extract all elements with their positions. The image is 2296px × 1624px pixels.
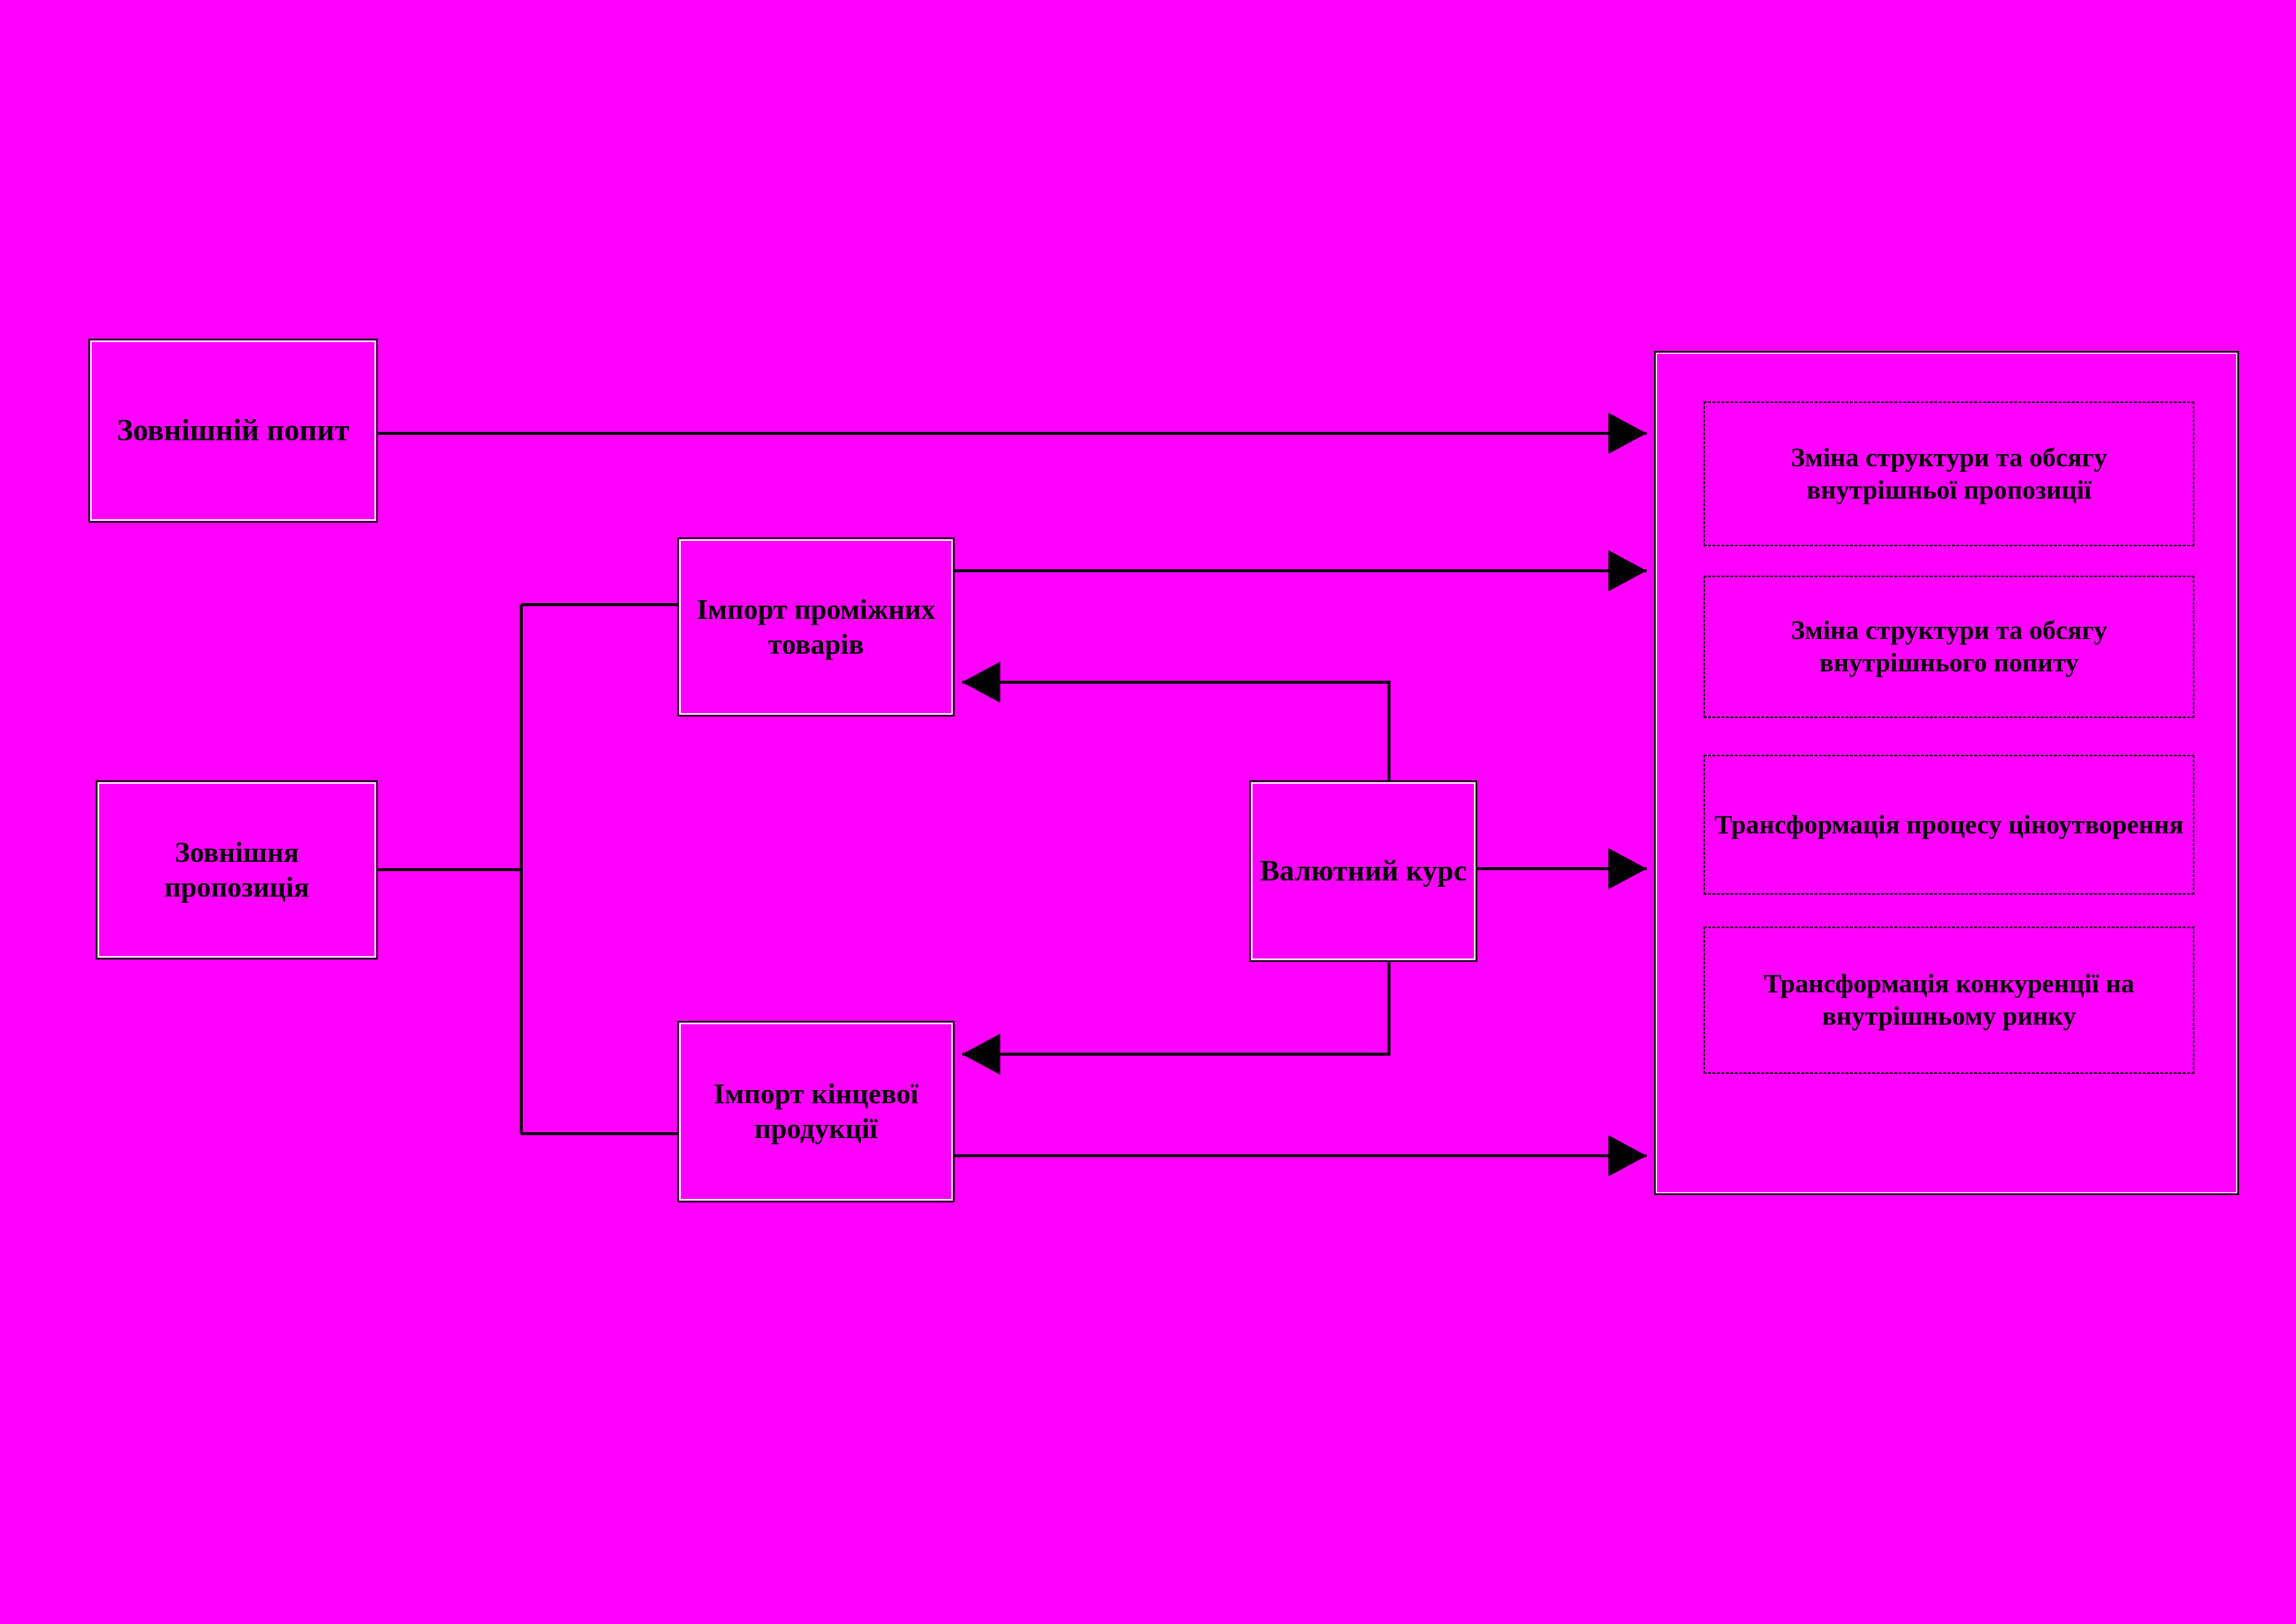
node-external-demand[interactable]: Зовнішній попит: [88, 339, 378, 523]
outcome-label-4: Трансформація конкуренції на внутрішньом…: [1763, 969, 2135, 1031]
outcome-box-3[interactable]: Трансформація процесу ціноутворення: [1704, 755, 2194, 895]
node-external-supply-label: Зовнішня пропозиція: [164, 836, 309, 903]
node-import-intermediate[interactable]: Імпорт проміжних товарів: [677, 537, 955, 717]
edge-exchange-rate-to-import-final: [962, 962, 1390, 1075]
edge-exchange-rate-to-import-intermediate: [962, 662, 1390, 780]
outcome-label-1: Зміна структури та обсягу внутрішньої пр…: [1790, 442, 2108, 505]
outcome-box-1[interactable]: Зміна структури та обсягу внутрішньої пр…: [1704, 401, 2194, 546]
node-external-demand-label: Зовнішній попит: [117, 413, 349, 447]
outcomes-panel: Зміна структури та обсягу внутрішньої пр…: [1654, 351, 2239, 1195]
outcome-box-4[interactable]: Трансформація конкуренції на внутрішньом…: [1704, 927, 2194, 1074]
node-import-intermediate-label: Імпорт проміжних товарів: [696, 593, 935, 660]
node-exchange-rate[interactable]: Валютний курс: [1249, 780, 1477, 962]
node-external-supply[interactable]: Зовнішня пропозиція: [96, 780, 378, 959]
node-import-final[interactable]: Імпорт кінцевої продукції: [677, 1021, 955, 1202]
outcome-label-3: Трансформація процесу ціноутворення: [1714, 809, 2184, 839]
node-exchange-rate-label: Валютний курс: [1259, 854, 1467, 887]
outcome-box-2[interactable]: Зміна структури та обсягу внутрішнього п…: [1704, 576, 2194, 718]
node-import-final-label: Імпорт кінцевої продукції: [713, 1078, 919, 1145]
outcome-label-2: Зміна структури та обсягу внутрішнього п…: [1790, 615, 2108, 677]
